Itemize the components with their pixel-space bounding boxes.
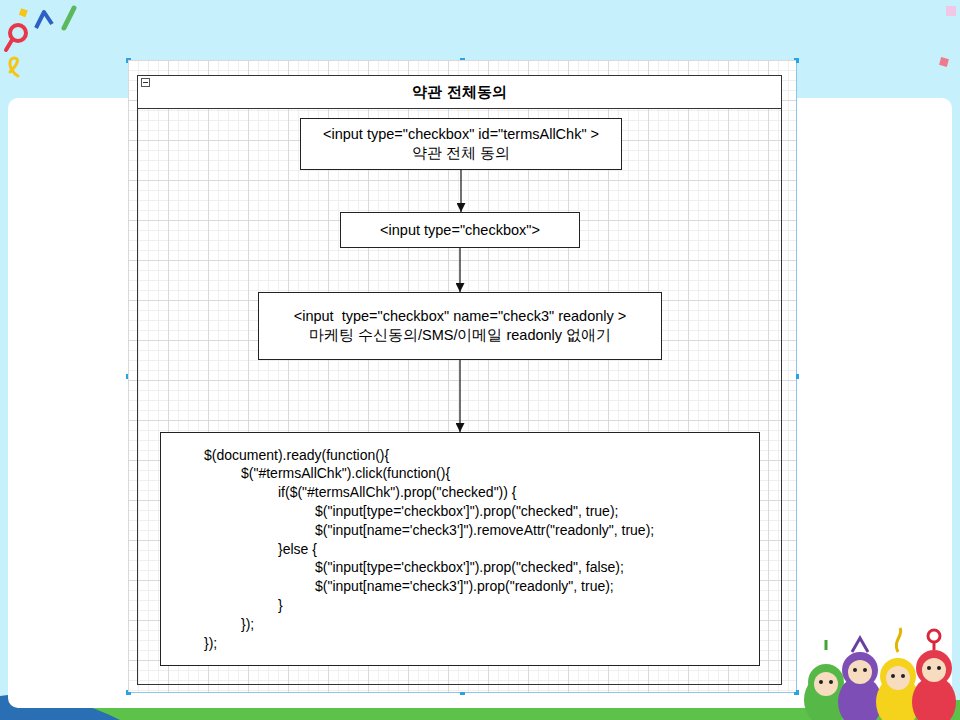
corner-mark [946, 6, 956, 16]
swimlane-container: 약관 전체동의 <input type="checkbox" id="termsA… [137, 75, 782, 685]
code-line: }); [241, 615, 254, 634]
box-label: 마케팅 수신동의/SMS/이메일 readonly 없애기 [309, 326, 611, 345]
flow-arrow [459, 248, 460, 292]
character-red [912, 630, 956, 720]
triangle-icon [36, 12, 52, 28]
code-line: $("input[type='checkbox']").prop("checke… [315, 558, 624, 577]
selection-frame [129, 61, 797, 693]
code-line: $("#termsAllChk").click(function(){ [241, 464, 450, 483]
code-line: $(document).ready(function(){ [204, 446, 389, 465]
collapse-icon-bar [143, 82, 148, 83]
collapse-icon-frame [142, 79, 150, 87]
box-label: <input type="checkbox"> [380, 221, 540, 240]
confetti-stroke [64, 8, 74, 28]
box-label: 약관 전체 동의 [412, 144, 510, 163]
box-label: <input type="checkbox" name="check3" rea… [294, 307, 627, 326]
confetti-square [939, 57, 949, 67]
process-box: <input type="checkbox" id="termsAllChk" … [300, 118, 622, 170]
code-line: }); [204, 634, 217, 653]
collapse-icon [141, 78, 150, 87]
code-line: }else { [278, 540, 317, 559]
process-box: <input type="checkbox"> [340, 212, 580, 248]
box-label: <input type="checkbox" id="termsAllChk" … [323, 125, 599, 144]
confetti-squiggle [10, 58, 18, 76]
code-line: } [278, 596, 283, 615]
code-line: $("input[type='checkbox']").prop("checke… [315, 502, 618, 521]
code-line: $("input[name='check3']").prop("readonly… [315, 577, 614, 596]
code-line: if($("#termsAllChk").prop("checked")) { [278, 483, 517, 502]
code-box: $(document).ready(function(){$("#termsAl… [160, 432, 760, 666]
magnifier-handle [6, 40, 12, 50]
code-line: $("input[name='check3']").removeAttr("re… [315, 521, 654, 540]
confetti-square [19, 8, 28, 17]
process-box: <input type="checkbox" name="check3" rea… [258, 292, 662, 360]
flow-arrow [460, 170, 461, 212]
selection-handles [126, 58, 799, 695]
flow-arrow [459, 360, 460, 432]
character-purple [838, 638, 882, 720]
lane-title: 약관 전체동의 [138, 76, 781, 109]
